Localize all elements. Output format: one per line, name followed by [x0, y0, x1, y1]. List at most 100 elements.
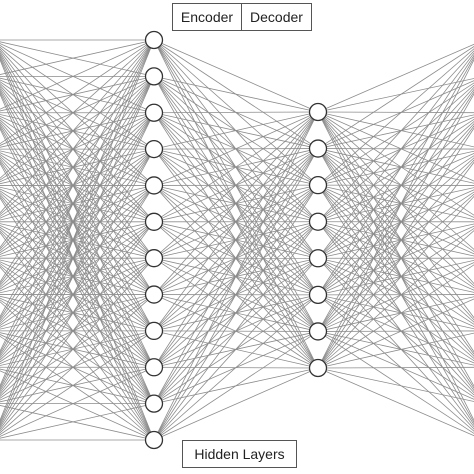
connection-edge [0, 39, 155, 249]
connection-edge [0, 403, 155, 439]
connection-edge [153, 111, 319, 223]
connection-edge [153, 39, 319, 113]
neuron-node [308, 322, 328, 341]
nodes [144, 30, 328, 450]
connection-edge [153, 111, 319, 295]
connection-edge [317, 54, 474, 296]
connection-edge [0, 153, 155, 259]
connection-edge [317, 195, 474, 369]
neuron-node [308, 139, 328, 158]
connection-edge [0, 39, 155, 179]
connection-edge [153, 111, 319, 114]
connection-edge [153, 184, 319, 441]
connection-edge [0, 221, 155, 430]
connection-edge [317, 148, 474, 321]
connection-edge [153, 221, 319, 441]
connection-edge [0, 185, 155, 429]
connection-edge [153, 75, 319, 113]
connection-edge [317, 111, 474, 422]
connection-edge [153, 111, 319, 404]
connection-edge [317, 187, 474, 223]
connection-edge [0, 330, 155, 436]
neuron-node [308, 102, 328, 122]
neuron-node [144, 30, 164, 50]
connection-edge [317, 161, 474, 369]
connection-edge [317, 184, 474, 357]
connection-edge [317, 367, 474, 402]
connection-edge [317, 43, 474, 113]
connection-edge [317, 114, 474, 149]
neuron-node [144, 394, 164, 413]
neuron-node [144, 321, 164, 341]
connection-edge [0, 257, 155, 432]
connection-edge [0, 185, 155, 290]
neuron-node [144, 139, 164, 159]
connection-edge [0, 39, 155, 75]
connection-edge [0, 294, 155, 434]
connection-edge [317, 111, 474, 285]
connection-edge [317, 264, 474, 369]
connection-edge [0, 148, 155, 427]
neuron-node [308, 212, 328, 231]
connection-edge [0, 366, 155, 437]
connection-edge [317, 150, 474, 186]
connection-edge [153, 148, 319, 441]
neuron-node [308, 358, 328, 378]
connection-edge [317, 56, 474, 332]
connection-edge [153, 258, 319, 441]
connection-edge [153, 111, 319, 368]
neuron-node [308, 175, 328, 195]
connection-edge [0, 39, 155, 318]
neuron-node [308, 249, 328, 268]
connection-edge [317, 230, 474, 369]
connection-edge [0, 190, 155, 295]
connection-edge [317, 123, 474, 296]
neuron-node [144, 176, 164, 195]
connection-edge [317, 58, 474, 369]
connection-edge [153, 111, 319, 186]
connection-edge [0, 112, 155, 425]
connection-edge [153, 331, 319, 441]
connection-edge [0, 39, 155, 387]
connection-edge [0, 39, 155, 110]
connection-edge [153, 367, 319, 441]
connection-edge [153, 294, 319, 441]
connection-edge [0, 39, 155, 422]
neuron-node [144, 249, 164, 268]
connection-edge [0, 39, 155, 145]
connection-edge [0, 48, 155, 223]
encoder-decoder-label: Encoder Decoder [172, 3, 312, 31]
connection-edge [0, 226, 155, 332]
connection-edge [153, 111, 319, 441]
decoder-label: Decoder [250, 9, 303, 25]
neuron-node [144, 212, 164, 231]
connection-edge [317, 46, 474, 149]
hidden-layers-label: Hidden Layers [182, 440, 297, 468]
neuron-node [144, 285, 164, 304]
connection-edge [317, 50, 474, 222]
neuron-node [308, 285, 328, 305]
neuron-node [144, 430, 164, 450]
neuron-node [144, 358, 164, 377]
connection-edge [153, 111, 319, 332]
connection-edge [0, 266, 155, 441]
connection-edge [317, 127, 474, 369]
connection-edge [0, 221, 155, 327]
connection-edge [0, 148, 155, 254]
connection-edge [153, 111, 319, 150]
neuron-node [144, 103, 164, 122]
neuron-node [144, 67, 164, 86]
connection-edge [0, 39, 155, 214]
connections [0, 39, 474, 441]
connection-edge [317, 366, 474, 369]
connection-edge [317, 159, 474, 332]
connection-edge [153, 111, 319, 259]
connection-edge [317, 298, 474, 369]
connection-edge [0, 58, 155, 441]
connection-edge [0, 76, 155, 424]
connection-edge [0, 39, 155, 283]
connection-edge [0, 39, 155, 353]
connection-edge [317, 48, 474, 186]
encoder-label: Encoder [173, 4, 242, 30]
